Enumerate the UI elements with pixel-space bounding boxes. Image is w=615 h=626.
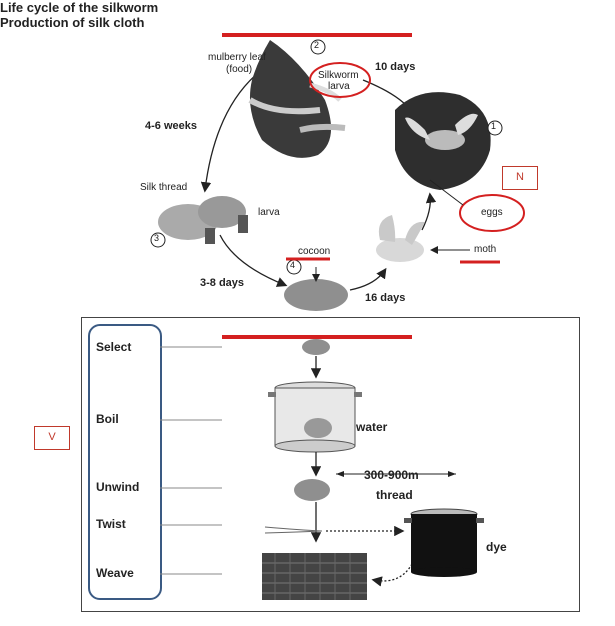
larva-circled-label: larva xyxy=(328,81,350,92)
mulberry-leaf-larva-illustration xyxy=(248,40,346,158)
leaf-moth-illustration xyxy=(395,92,491,190)
step-unwind: Unwind xyxy=(96,480,140,494)
step-number-1: 1 xyxy=(491,121,497,131)
mulberry-leaf-label: mulberry leaf xyxy=(208,52,266,63)
step-weave: Weave xyxy=(96,566,134,580)
thread-label: thread xyxy=(376,488,413,502)
cocoon-label: cocoon xyxy=(298,246,331,257)
step-number-4: 4 xyxy=(290,260,296,270)
moth-label: moth xyxy=(474,244,497,255)
production-title: Production of silk cloth xyxy=(0,15,145,30)
title-underline xyxy=(222,33,412,37)
step-twist: Twist xyxy=(96,517,126,531)
step-boil: Boil xyxy=(96,412,119,426)
step-number-2: 2 xyxy=(314,40,320,50)
eggs-label: eggs xyxy=(481,207,503,218)
moth-illustration xyxy=(376,215,425,262)
ten-days-label: 10 days xyxy=(375,61,416,73)
cocoon-illustration xyxy=(284,279,348,311)
dye-label: dye xyxy=(486,540,507,554)
production-title-underline xyxy=(222,335,412,339)
silk-thread-label: Silk thread xyxy=(140,182,188,193)
production-frame xyxy=(81,317,580,612)
dye-pot-illustration xyxy=(404,508,484,577)
step-select: Select xyxy=(96,340,132,354)
twist-thread xyxy=(264,526,323,532)
cycle-arrow-to-cocoon xyxy=(219,234,288,287)
step-number-3: 3 xyxy=(154,233,160,243)
sixteen-days-label: 16 days xyxy=(365,292,406,304)
food-label: (food) xyxy=(226,64,253,75)
select-cocoon xyxy=(302,339,330,355)
unwind-cocoon xyxy=(294,479,330,501)
step-circle-3 xyxy=(150,232,166,248)
silkworm-label: Silkworm xyxy=(318,70,359,81)
annotation-box-n: N xyxy=(502,166,538,190)
eggs-red-circle xyxy=(459,194,525,232)
step-circle-1 xyxy=(487,120,503,136)
step-circle-2 xyxy=(310,39,326,55)
three-eight-days-label: 3-8 days xyxy=(200,277,245,289)
cycle-arrow-to-eggs xyxy=(421,192,437,231)
steps-panel xyxy=(88,324,162,600)
larva-label: larva xyxy=(258,207,280,218)
silk-thread-larva-illustration xyxy=(158,196,248,244)
cycle-arrow-to-moth xyxy=(349,267,387,291)
boil-pot-illustration xyxy=(268,381,362,453)
water-label: water xyxy=(356,420,388,434)
annotation-box-v: V xyxy=(34,426,70,450)
four-six-weeks-label: 4-6 weeks xyxy=(145,120,197,132)
larva-red-circle xyxy=(309,62,371,98)
cycle-arrow-larva-to-thread xyxy=(200,72,259,193)
length-label: 300-900m xyxy=(364,468,419,482)
lifecycle-title: Life cycle of the silkworm xyxy=(0,0,159,15)
